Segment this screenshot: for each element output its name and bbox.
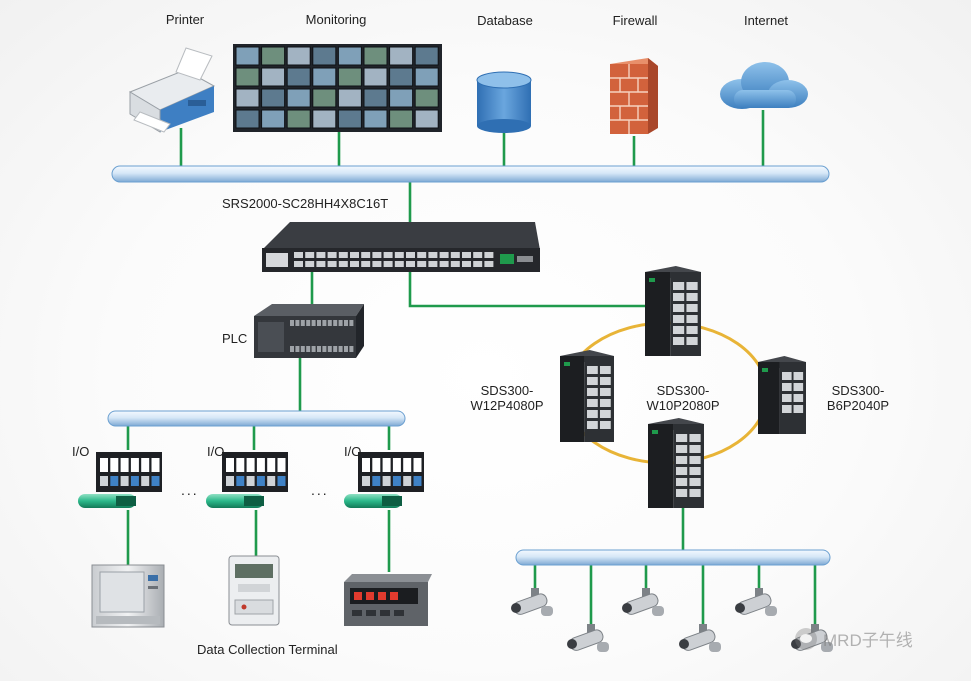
ip-camera-icon: [735, 588, 777, 616]
link-core-ring: [408, 270, 645, 308]
ring-switch-label-2: SDS300- W10P2080P: [646, 383, 720, 413]
firewall-label: Firewall: [612, 13, 658, 28]
io-modules-group: [78, 452, 424, 508]
watermark-text: MRD子午线: [823, 631, 913, 650]
din-switch-icon: [645, 266, 701, 356]
panel-controller-icon: [344, 574, 432, 626]
ip-camera-icon: [622, 588, 664, 616]
plc-label: PLC: [222, 331, 248, 346]
backbone-bus: [111, 165, 830, 183]
ip-camera-icon: [679, 624, 721, 652]
network-links: [126, 110, 817, 628]
ip-camera-icon: [511, 588, 553, 616]
printer-label: Printer: [165, 12, 205, 27]
internet-label: Internet: [743, 13, 789, 28]
firewall-icon: [610, 58, 658, 134]
ring-switches-group: [560, 266, 806, 508]
cloud-icon: [720, 62, 808, 109]
io-module-icon: [206, 452, 288, 508]
database-label: Database: [477, 13, 533, 28]
io-label-1: I/O: [72, 444, 90, 459]
database-icon: [476, 71, 532, 133]
camera-bus: [515, 549, 831, 566]
data-collection-terminal-label: Data Collection Terminal: [197, 642, 338, 657]
ring-switch-label-3: SDS300- B6P2040P: [826, 383, 890, 413]
cameras-group: [511, 588, 833, 652]
electric-meter-icon: [228, 555, 280, 626]
core-switch-label: SRS2000-SC28HH4X8C16T: [222, 196, 389, 211]
io-module-icon: [78, 452, 162, 508]
io-label-2: I/O: [207, 444, 225, 459]
rack-switch-icon: [262, 222, 540, 272]
io-module-icon: [344, 452, 424, 508]
wechat-icon: [795, 627, 817, 650]
video-wall-icon: [233, 44, 442, 132]
din-switch-icon: [758, 356, 806, 434]
field-bus: [107, 410, 406, 427]
io-label-3: I/O: [344, 444, 362, 459]
din-switch-icon: [648, 418, 704, 508]
plc-icon: [254, 304, 364, 358]
monitoring-label: Monitoring: [305, 12, 367, 27]
din-switch-icon: [560, 350, 614, 442]
ellipsis-1: ...: [181, 482, 199, 498]
ring-switch-label-1: SDS300- W12P4080P: [470, 383, 544, 413]
watermark: MRD子午线: [795, 626, 913, 651]
printer-icon: [128, 47, 216, 133]
environmental-chamber-icon: [91, 564, 165, 628]
ip-camera-icon: [567, 624, 609, 652]
ellipsis-2: ...: [311, 482, 329, 498]
